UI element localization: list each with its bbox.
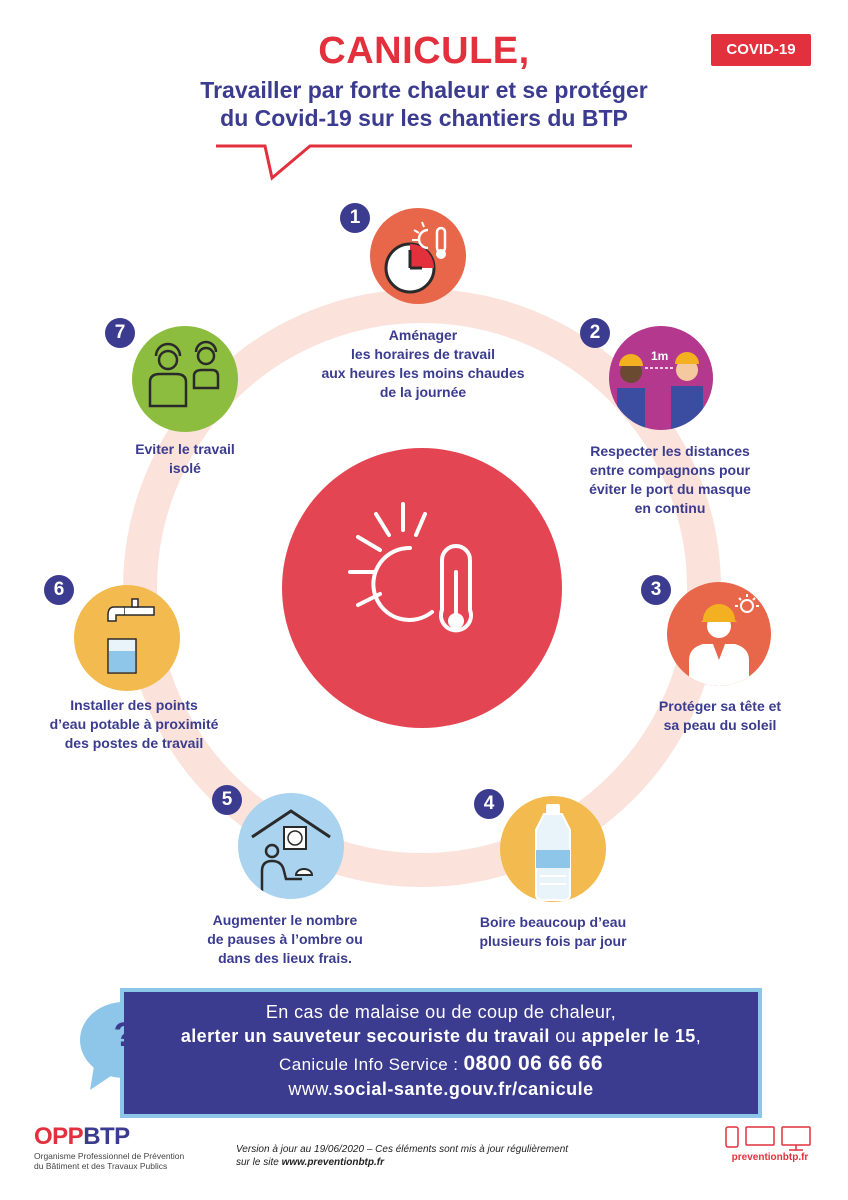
step-4-line: Boire beaucoup d’eau [479, 914, 627, 930]
step-3-line: Protéger sa tête et [658, 698, 782, 714]
info-comma: , [695, 1026, 702, 1046]
info-phone-number[interactable]: 0800 06 66 66 [463, 1052, 603, 1075]
step-2-line: en continu [634, 500, 706, 516]
step-7-line: Eviter le travail [135, 441, 235, 457]
logo-opp: OPP [34, 1123, 84, 1150]
tap-glass-icon [107, 598, 155, 674]
step-3-line: sa peau du soleil [663, 717, 777, 733]
org-line-1: Organisme Professionnel de Prévention [34, 1151, 185, 1161]
step-6-icon-circle [74, 585, 180, 691]
info-line-3: Canicule Info Service : 0800 06 66 66 [124, 1052, 758, 1076]
opp-btp-logo: OPPBTP [34, 1123, 130, 1151]
fan-shelter-icon [251, 809, 331, 893]
distance-label: 1m [651, 349, 668, 363]
step-6-number: 6 [44, 575, 74, 605]
subtitle-line-1: Travailler par forte chaleur et se proté… [200, 77, 648, 103]
step-5-number: 5 [212, 785, 242, 815]
step-1-line: les horaires de travail [351, 346, 495, 362]
logo-btp: BTP [83, 1123, 130, 1150]
step-2-icon-circle: 1m [609, 326, 713, 430]
step-2-line: entre compagnons pour [589, 462, 751, 478]
footer-url-link[interactable]: preventionbtp.fr [731, 1152, 809, 1163]
step-5-line: de pauses à l’ombre ou [207, 931, 363, 947]
step-1-text: Aménager les horaires de travail aux heu… [298, 326, 548, 402]
step-4-icon-circle [500, 796, 606, 902]
step-1-line: Aménager [388, 327, 458, 343]
page-subtitle: Travailler par forte chaleur et se proté… [150, 76, 698, 132]
speech-bubble-line [216, 144, 632, 181]
helmet-sun-worker-icon [689, 594, 759, 686]
info-alert-text: alerter un sauveteur secouriste du trava… [180, 1026, 550, 1046]
step-6-text: Installer des points d’eau potable à pro… [34, 696, 234, 753]
step-7-number: 7 [105, 318, 135, 348]
info-or-text: ou [549, 1026, 582, 1046]
step-2-line: éviter le port du masque [589, 481, 751, 497]
step-2-text: Respecter les distances entre compagnons… [555, 442, 785, 518]
org-line-2: du Bâtiment et des Travaux Publics [34, 1161, 168, 1171]
step-1-line: aux heures les moins chaudes [321, 365, 525, 381]
sun-thermometer-icon [348, 502, 473, 633]
version-note: Version à jour au 19/06/2020 – Ces éléme… [236, 1143, 656, 1169]
step-7-text: Eviter le travail isolé [105, 440, 265, 478]
version-site-link[interactable]: www.preventionbtp.fr [281, 1157, 384, 1168]
step-4-text: Boire beaucoup d’eau plusieurs fois par … [448, 913, 658, 951]
step-5-line: dans des lieux frais. [218, 950, 352, 966]
step-1-icon-circle [370, 208, 466, 304]
step-3-number: 3 [641, 575, 671, 605]
step-5-icon-circle [238, 793, 344, 899]
info-url-prefix: www. [288, 1079, 334, 1099]
step-7-icon-circle [132, 326, 238, 432]
version-line-2: sur le site www.preventionbtp.fr [236, 1156, 656, 1169]
step-5-line: Augmenter le nombre [212, 912, 358, 928]
clock-sun-thermometer-icon [384, 221, 447, 294]
version-line-1: Version à jour au 19/06/2020 – Ces éléme… [236, 1144, 569, 1155]
step-2-number: 2 [580, 318, 610, 348]
info-line-1: En cas de malaise ou de coup de chaleur, [265, 1002, 617, 1022]
step-5-text: Augmenter le nombre de pauses à l’ombre … [178, 911, 392, 968]
info-call-text: appeler le 15 [581, 1026, 696, 1046]
step-6-line: des postes de travail [64, 735, 204, 751]
step-2-line: Respecter les distances [590, 443, 750, 459]
step-1-number: 1 [340, 203, 370, 233]
step-6-line: d’eau potable à proximité [49, 716, 219, 732]
devices-icon [725, 1126, 811, 1151]
step-4-number: 4 [474, 789, 504, 819]
step-4-line: plusieurs fois par jour [479, 933, 627, 949]
version-prefix: sur le site [236, 1157, 282, 1168]
center-circle [282, 448, 562, 728]
subtitle-line-2: du Covid-19 sur les chantiers du BTP [220, 105, 628, 131]
page-title: CANICULE, [318, 30, 530, 72]
info-url-link[interactable]: social-sante.gouv.fr/canicule [333, 1079, 594, 1099]
step-3-text: Protéger sa tête et sa peau du soleil [630, 697, 810, 735]
covid-badge: COVID-19 [711, 34, 811, 66]
step-7-line: isolé [169, 460, 201, 476]
two-workers-icon [148, 340, 220, 408]
step-3-icon-circle [667, 582, 771, 686]
info-line-2: alerter un sauveteur secouriste du trava… [124, 1026, 758, 1047]
info-service-label: Canicule Info Service : [279, 1055, 464, 1074]
workers-distance-icon: 1m [617, 349, 703, 430]
step-1-line: de la journée [379, 384, 467, 400]
step-6-line: Installer des points [70, 697, 198, 713]
info-line-4[interactable]: www.social-sante.gouv.fr/canicule [124, 1079, 758, 1100]
question-mark: ? [113, 1016, 135, 1054]
org-name: Organisme Professionnel de Prévention du… [34, 1151, 214, 1171]
water-bottle-icon [535, 804, 571, 901]
emergency-info-box: En cas de malaise ou de coup de chaleur,… [120, 988, 762, 1118]
